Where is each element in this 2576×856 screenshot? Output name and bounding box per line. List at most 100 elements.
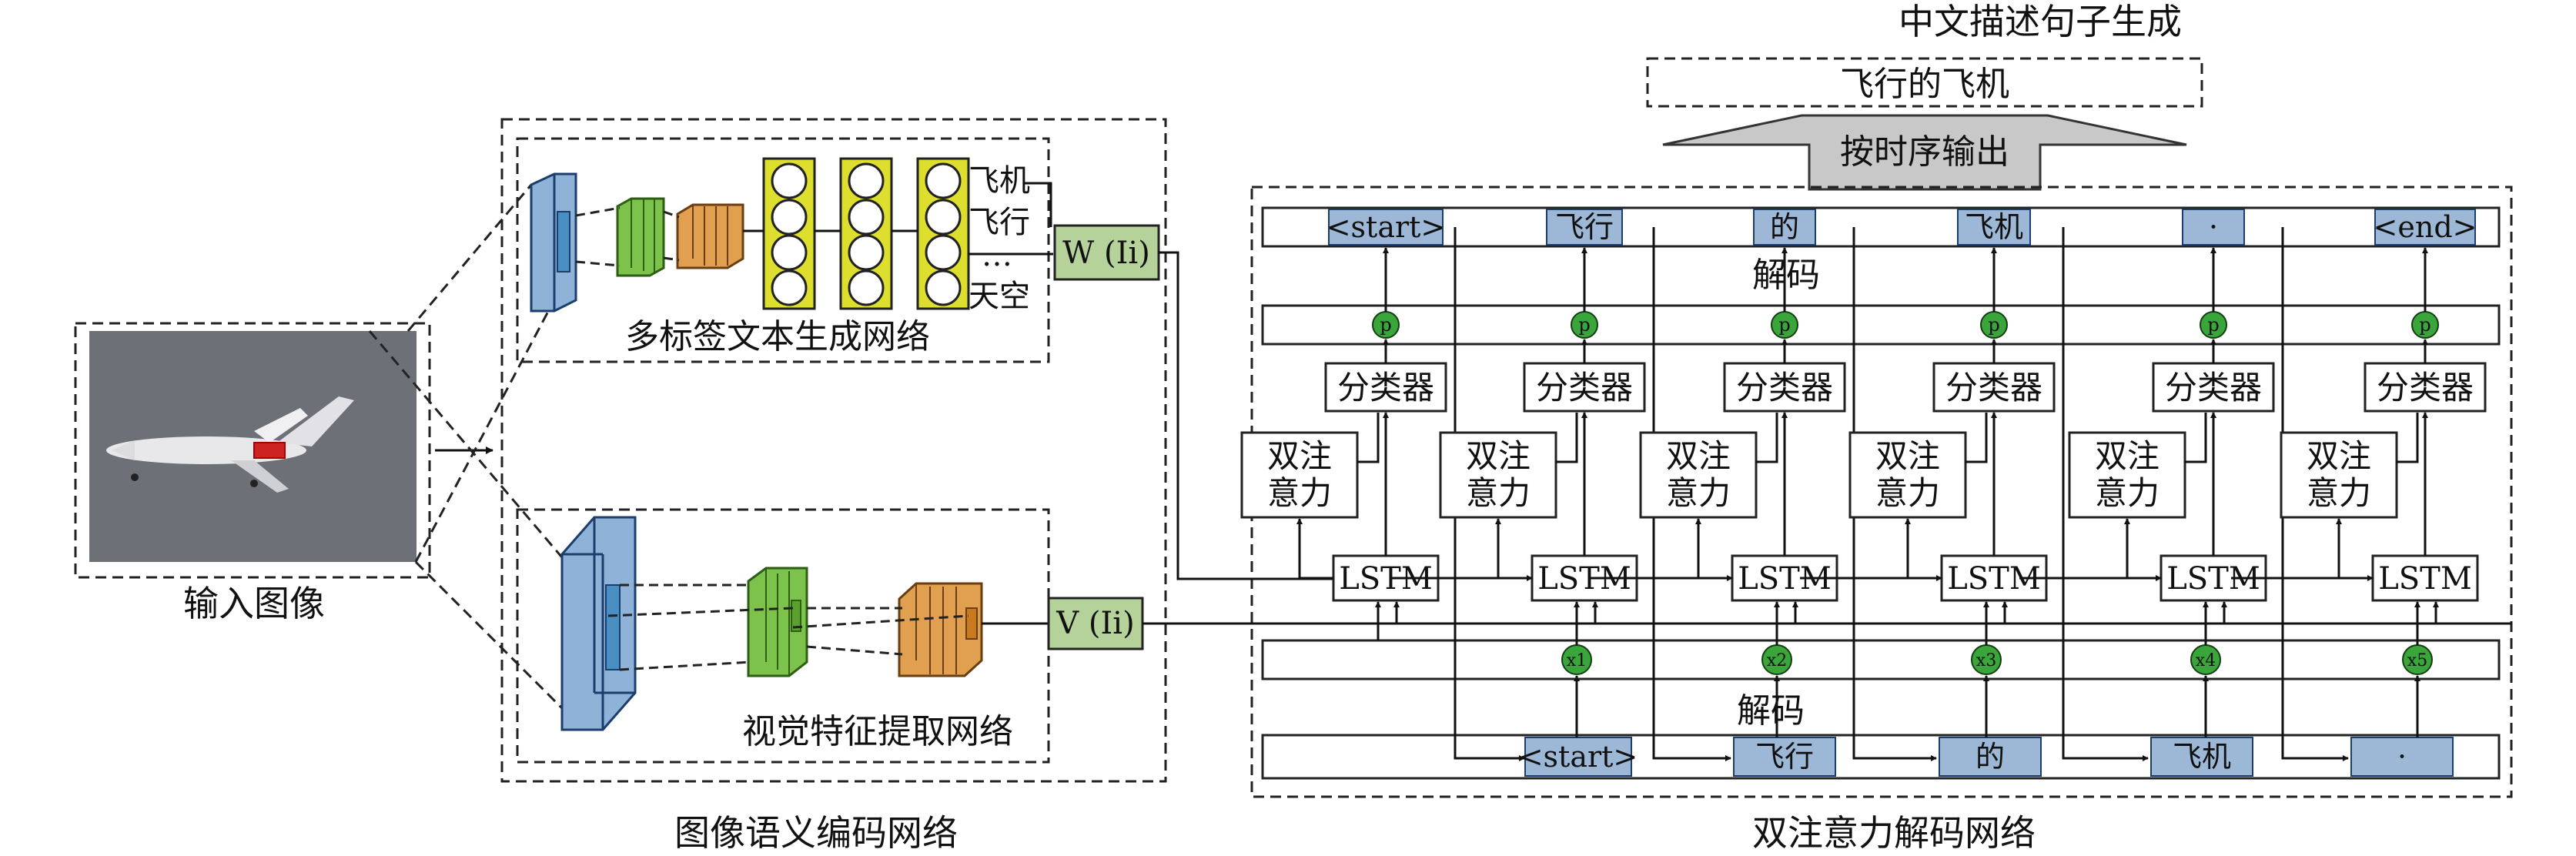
attention-label-line1: 双注 <box>1267 437 1332 475</box>
attention-label-line2: 意力 <box>1666 474 1731 512</box>
lstm-label: LSTM <box>2378 561 2472 597</box>
decoder-title: 双注意力解码网络 <box>1752 812 2036 854</box>
encoder-box <box>500 118 1167 783</box>
classifier-label: 分类器 <box>1736 369 1833 406</box>
p-label: p <box>1778 314 1790 336</box>
visual-box <box>516 508 1050 764</box>
cnn-orange-block-bottom <box>898 582 983 677</box>
output-token-box <box>2374 209 2476 246</box>
w-top-line <box>1024 182 1052 227</box>
input-image-frame <box>74 322 431 579</box>
cnn-top-connectors <box>575 206 680 267</box>
w-to-lstm-line <box>1159 251 1347 583</box>
p-label: p <box>2207 314 2219 336</box>
output-token: 飞行 <box>1555 210 1614 244</box>
attention-box <box>1240 431 1359 519</box>
x-label: x5 <box>2407 651 2427 670</box>
input-token: 飞行 <box>1755 740 1814 774</box>
input-token: 飞机 <box>2173 740 2231 774</box>
decode-label-top: 解码 <box>1752 256 1820 295</box>
label-word-4: 天空 <box>969 279 1030 314</box>
attention-label-line1: 双注 <box>1466 437 1531 475</box>
lstm-to-attention-arrow <box>1296 518 1333 580</box>
attention-box <box>1639 431 1758 519</box>
attention-to-classifier-line <box>1756 413 1778 463</box>
p-label: p <box>1988 314 1999 336</box>
input-image <box>89 331 417 562</box>
fc-layers <box>743 157 970 310</box>
w-feature-label: W (Ii) <box>1062 236 1150 271</box>
output-sentence: 飞行的飞机 <box>1840 65 2009 104</box>
classifier-label: 分类器 <box>1536 369 1633 406</box>
classifier-box <box>1723 362 1846 413</box>
label-word-2: 飞行 <box>969 205 1030 240</box>
token-feedback-line <box>1852 227 1937 761</box>
cnn-blue-block-top <box>530 172 577 313</box>
classifier-label: 分类器 <box>2377 369 2474 406</box>
output-arrow <box>1662 114 2187 191</box>
attention-box <box>2280 431 2398 519</box>
attention-label-line1: 双注 <box>2095 437 2159 475</box>
attention-to-classifier-line <box>1965 413 1988 463</box>
cnn-orange-block-top <box>676 203 744 269</box>
attention-box <box>2068 431 2186 519</box>
token-feedback-line <box>2062 227 2149 761</box>
decode-label-bottom: 解码 <box>1737 691 1805 731</box>
attention-box <box>1439 431 1557 519</box>
attention-to-classifier-line <box>2397 413 2419 463</box>
attention-label-line2: 意力 <box>2095 474 2159 512</box>
cnn-green-block-bottom <box>747 567 808 677</box>
lstm-to-attention-arrow <box>2336 518 2373 580</box>
cnn-green-block-top <box>616 197 665 277</box>
classifier-box <box>2364 362 2487 413</box>
p-label: p <box>1578 314 1590 336</box>
attention-box <box>1848 431 1967 519</box>
x-label: x4 <box>2196 651 2216 670</box>
output-token: <start> <box>1326 210 1446 244</box>
classifier-label: 分类器 <box>1945 369 2042 406</box>
lstm-to-attention-arrow <box>1695 518 1732 580</box>
output-token-box <box>1753 209 1816 246</box>
output-arrow-label: 按时序输出 <box>1840 132 2009 172</box>
input-token-box <box>1939 737 2042 777</box>
cnn-bottom-connectors <box>607 583 969 671</box>
output-token: <end> <box>2374 210 2477 244</box>
attention-label-line2: 意力 <box>2307 474 2371 512</box>
decoder-box <box>1250 186 2513 798</box>
attention-to-classifier-line <box>1556 413 1578 463</box>
lstm-to-attention-arrow <box>2124 518 2161 580</box>
attention-label-line1: 双注 <box>2307 437 2371 475</box>
input-token: <start> <box>1519 740 1638 774</box>
multilabel-box <box>516 137 1050 363</box>
token-feedback-line <box>2281 227 2349 761</box>
x-label: x2 <box>1767 651 1787 670</box>
output-token: 飞机 <box>1965 210 2023 244</box>
output-token-strip <box>1261 206 2501 248</box>
x-label: x3 <box>1976 651 1996 670</box>
p-label: p <box>1380 314 1391 336</box>
input-token-box <box>1524 737 1632 777</box>
classifier-box <box>1324 362 1447 413</box>
v-feature-box <box>1047 597 1144 650</box>
output-token-box <box>2182 209 2245 246</box>
p-label: p <box>2419 314 2430 336</box>
w-feature-box <box>1053 224 1160 281</box>
sentence-generation-title: 中文描述句子生成 <box>1899 1 2182 42</box>
x-label: x1 <box>1567 651 1587 670</box>
attention-label-line2: 意力 <box>1875 474 1940 512</box>
token-feedback-line <box>1454 227 1525 761</box>
input-token: 的 <box>1975 740 2005 774</box>
output-token: 的 <box>1770 210 1799 244</box>
attention-label-line1: 双注 <box>1875 437 1940 475</box>
label-word-1: 飞机 <box>969 163 1030 199</box>
label-ellipsis: … <box>982 238 1012 273</box>
v-feature-label: V (Ii) <box>1055 606 1134 641</box>
input-token-strip <box>1261 734 2501 780</box>
classifier-box <box>2152 362 2275 413</box>
token-feedback-line <box>1652 227 1731 761</box>
